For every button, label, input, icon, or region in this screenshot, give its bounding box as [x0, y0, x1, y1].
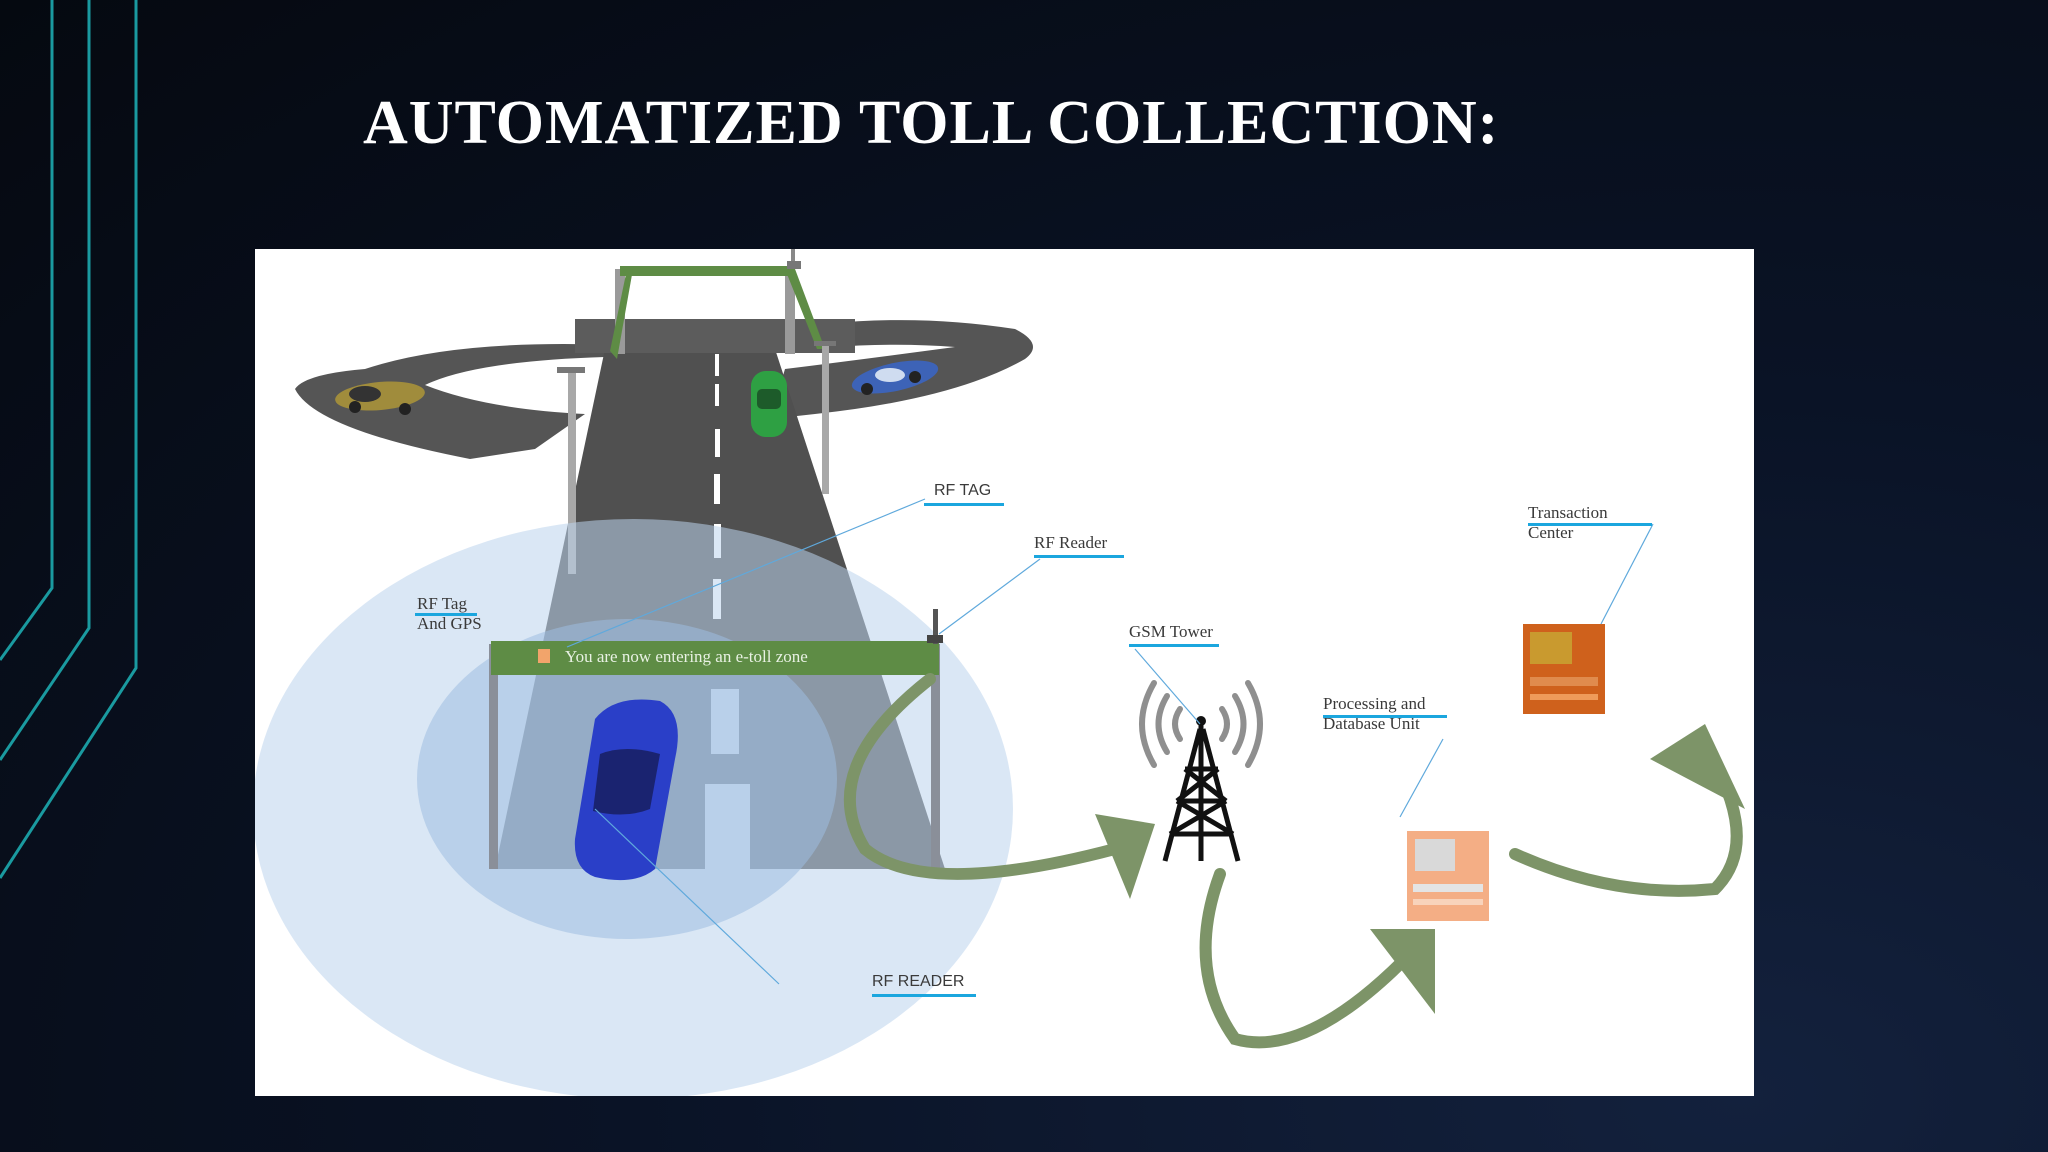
leader-lines	[566, 498, 1654, 985]
slide-title: AUTOMATIZED TOLL COLLECTION:	[363, 89, 1500, 157]
rf-tag-underline	[924, 503, 1004, 506]
rf-tag-label: RF TAG	[934, 482, 992, 499]
gsm-tower-underline	[1129, 644, 1219, 647]
etoll-zone-banner: You are now entering an e-toll zone	[565, 647, 808, 666]
toll-gantry	[489, 609, 943, 869]
transaction-center-icon	[1523, 624, 1605, 714]
toll-diagram-panel: You are now entering an e-toll zone RF T…	[255, 249, 1754, 1096]
arrow-gantry-to-tower	[844, 673, 1121, 880]
arrow-tower-to-processing	[1199, 868, 1411, 1049]
arrowheads	[1095, 724, 1745, 1014]
side-road	[295, 344, 615, 459]
transaction-center-label: Transaction Center	[1528, 503, 1608, 542]
blue-car-top-icon	[851, 360, 939, 395]
signal-waves-icon	[1139, 680, 1263, 768]
banner-marker	[538, 649, 550, 663]
yellow-car-icon	[335, 381, 425, 415]
rf-reader-label: RF Reader	[1034, 533, 1108, 552]
right-pole	[822, 344, 829, 494]
rf-tag-gps-label: RF Tag And GPS	[417, 594, 482, 633]
rf-reader-bottom-underline	[872, 994, 976, 997]
left-pole	[568, 369, 576, 574]
processing-unit-label: Processing and Database Unit	[1323, 694, 1426, 733]
rf-reader-underline	[1034, 555, 1124, 558]
transaction-center-underline	[1528, 523, 1652, 526]
toll-diagram-illustration	[255, 249, 1745, 1096]
gsm-tower-icon	[1162, 724, 1241, 862]
rf-tag-gps-underline	[415, 613, 477, 616]
green-car-icon	[751, 371, 787, 437]
processing-database-unit-icon	[1407, 831, 1489, 921]
top-gantry	[610, 249, 825, 359]
gsm-tower-label: GSM Tower	[1129, 622, 1213, 641]
blue-car-icon	[574, 699, 678, 881]
processing-unit-underline	[1323, 715, 1447, 718]
rf-reader-bottom-label: RF READER	[872, 973, 965, 990]
decorative-accent-lines	[0, 0, 138, 879]
